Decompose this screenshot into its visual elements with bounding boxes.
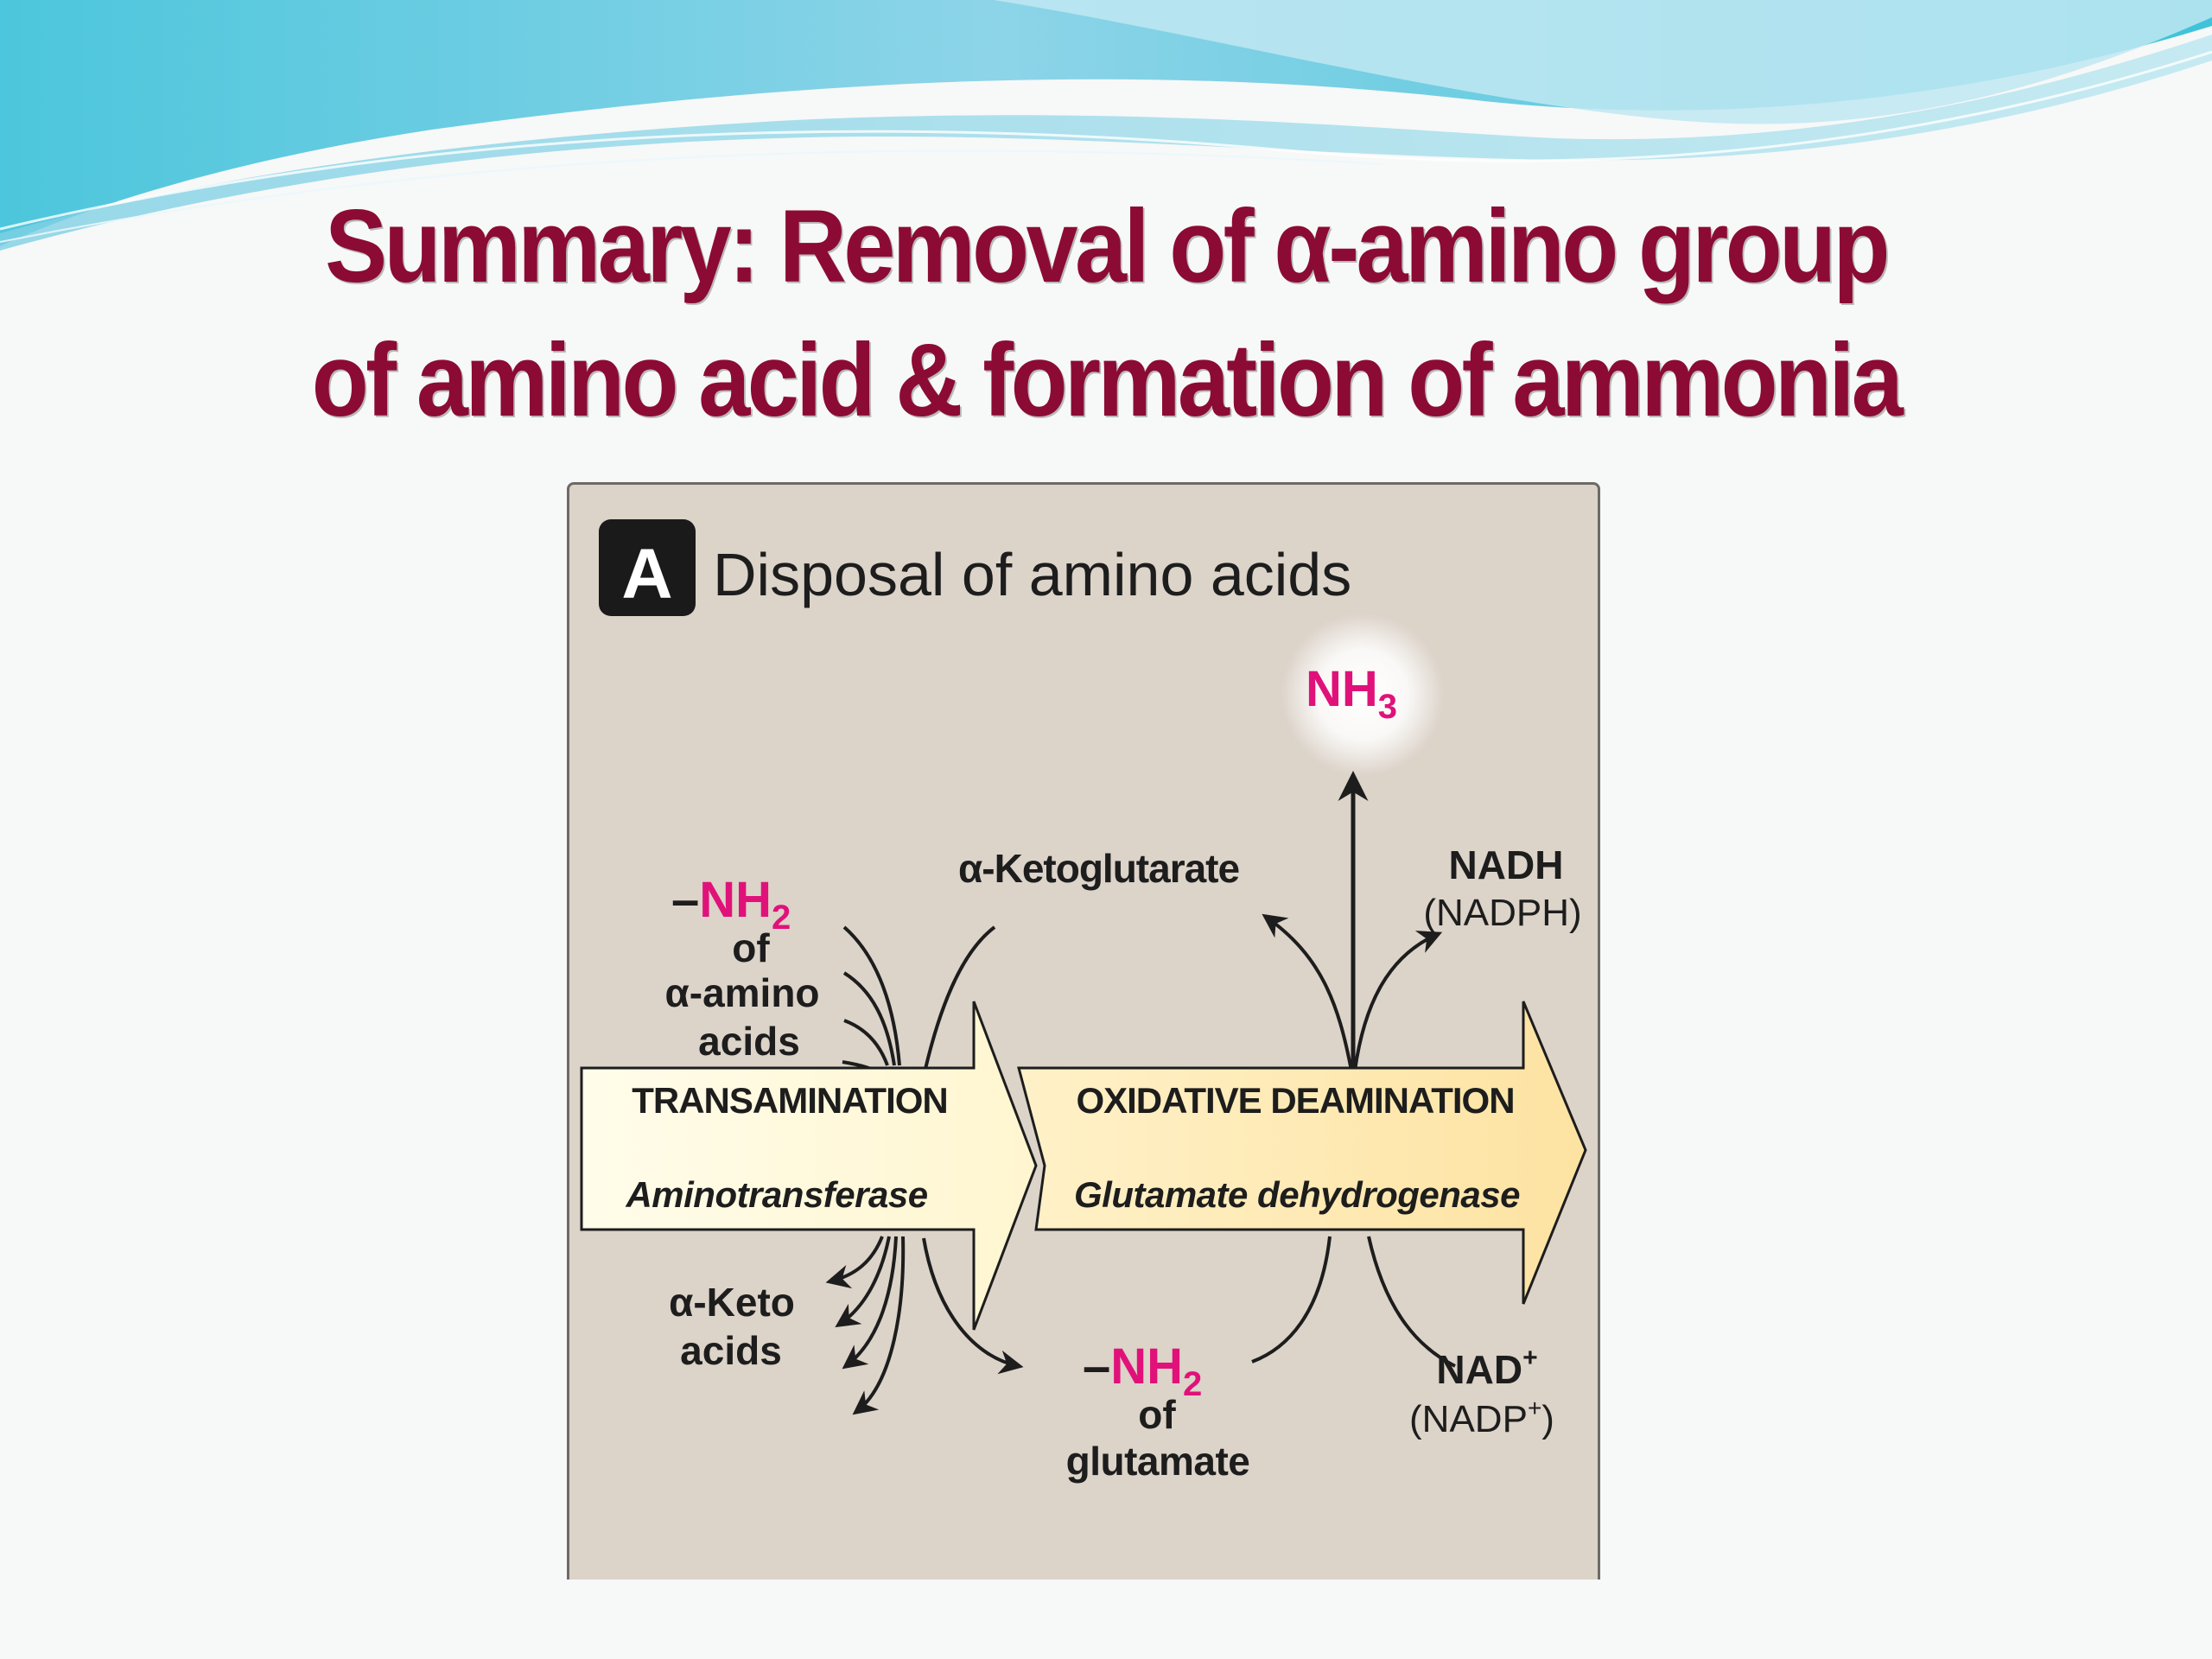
glutamate-label: glutamate	[1066, 1439, 1250, 1484]
nadh-label: NADH	[1449, 842, 1564, 887]
slide-title-line-2: of amino acid & formation of ammonia	[311, 322, 1904, 438]
nadp-label: (NADP+)	[1409, 1395, 1554, 1440]
transamination-output-arrows	[825, 1236, 1024, 1415]
amino-of-label: of	[732, 925, 770, 970]
figure-heading: Disposal of amino acids	[713, 541, 1351, 608]
slide-title-line-1: Summary: Removal of α-amino group	[325, 188, 1890, 304]
ketoglutarate-label: α-Ketoglutarate	[958, 846, 1239, 891]
figure-panel: A Disposal of amino acids NH3 α-Ketoglut…	[567, 482, 1600, 1580]
nadph-label: (NADPH)	[1423, 892, 1581, 934]
amino-acids-label: acids	[698, 1019, 800, 1064]
figure-badge-letter: A	[621, 535, 672, 613]
amine-group-label: –NH2	[671, 872, 791, 937]
deamination-input-curves	[1251, 1236, 1456, 1368]
transamination-input-curves	[842, 925, 996, 1076]
ammonia-label: NH3	[1306, 661, 1397, 726]
oxidative-deamination-arrow	[1017, 1001, 1587, 1305]
transamination-label: TRANSAMINATION	[632, 1080, 948, 1121]
transamination-arrow	[580, 1001, 1038, 1331]
glutamate-of-label: of	[1138, 1392, 1176, 1437]
amino-acid-disposal-diagram: A Disposal of amino acids NH3 α-Ketoglut…	[580, 519, 1587, 1484]
keto-acids-label: acids	[680, 1328, 782, 1373]
oxidative-deamination-label: OXIDATIVE DEAMINATION	[1076, 1080, 1514, 1121]
alpha-amino-label: α-amino	[664, 970, 819, 1015]
nad-label: NAD+	[1436, 1344, 1537, 1392]
arrow-to-nadh	[1353, 931, 1443, 1071]
aminotransferase-label: Aminotransferase	[625, 1174, 927, 1215]
decorative-wave-header	[0, 0, 2212, 251]
glutamate-dehydrogenase-label: Glutamate dehydrogenase	[1074, 1174, 1520, 1215]
arrow-to-ketoglutarate-product	[1262, 913, 1353, 1071]
ammonia-glow	[1281, 613, 1445, 777]
glutamate-amine-label: –NH2	[1083, 1338, 1202, 1403]
figure-badge-box	[599, 519, 696, 616]
alpha-keto-label: α-Keto	[669, 1280, 795, 1325]
